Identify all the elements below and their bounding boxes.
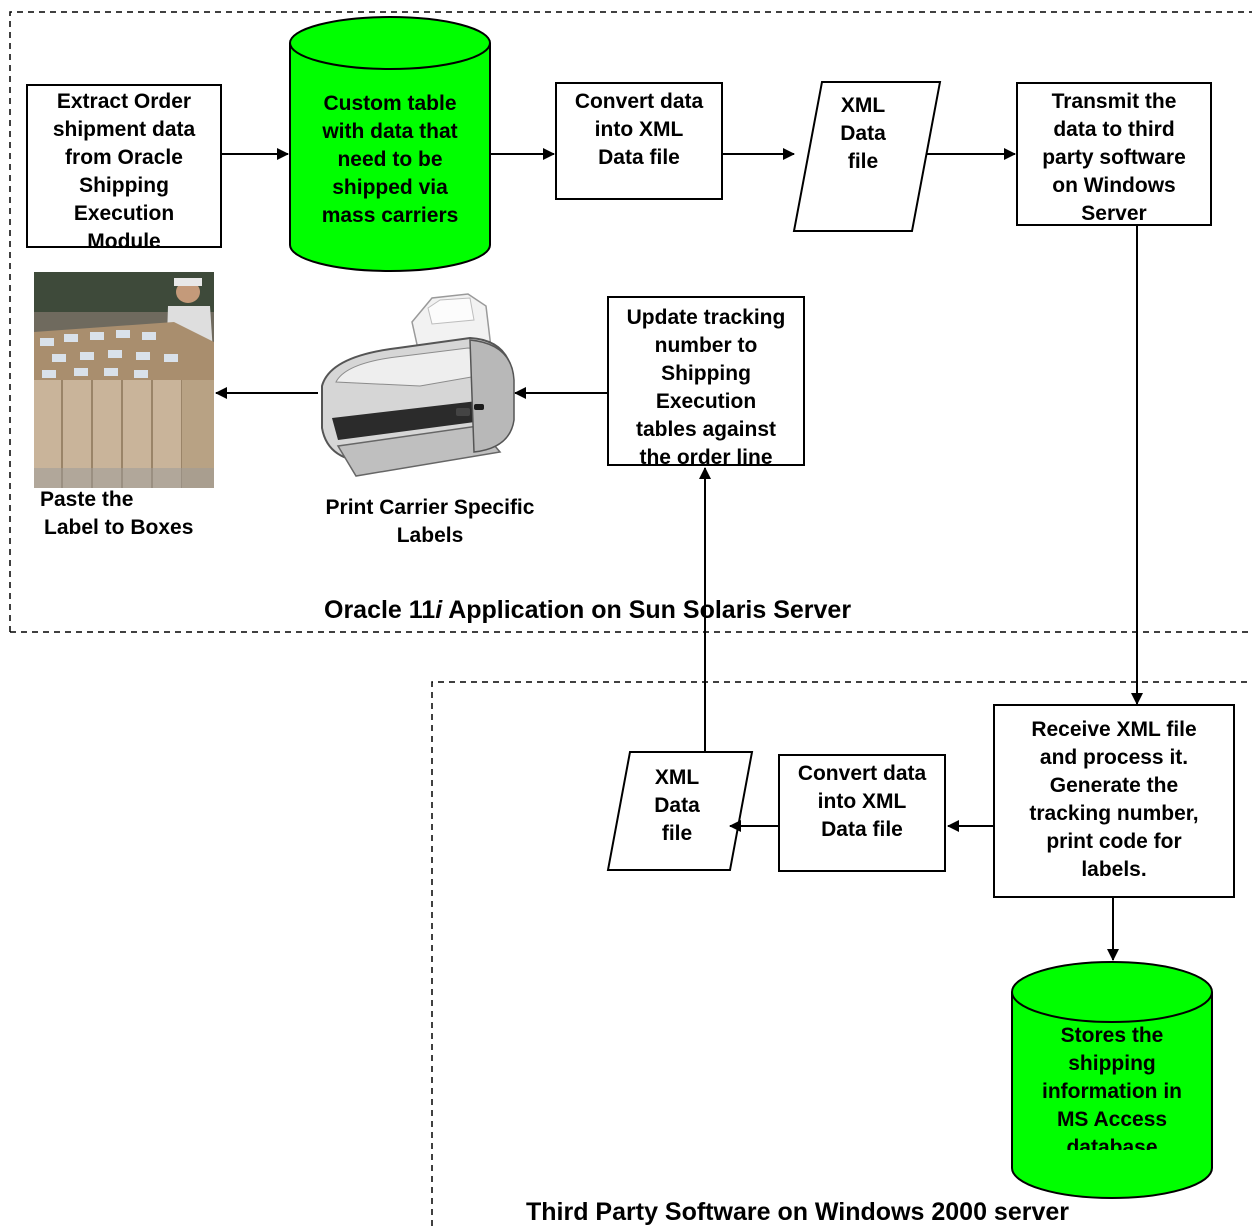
xml-top-line-2: Data xyxy=(840,122,886,145)
oracle-region-title: Oracle 11i Application on Sun Solaris Se… xyxy=(324,596,851,625)
printer-caption-line-1: Print Carrier Specific xyxy=(325,496,535,519)
update-tracking-line-3: Shipping xyxy=(661,362,751,385)
third-party-region-title: Third Party Software on Windows 2000 ser… xyxy=(526,1198,1069,1227)
xml-data-file-bottom-label: XML Data file xyxy=(634,764,720,848)
paste-label-caption: Paste the Label to Boxes xyxy=(38,486,193,542)
update-tracking-line-6: the order line xyxy=(639,446,773,466)
transmit-line-2: data to third xyxy=(1053,118,1175,141)
ms-access-db-line-3: information in xyxy=(1042,1080,1182,1103)
custom-table-line-4: shipped via xyxy=(332,176,448,199)
transmit-line-3: party software xyxy=(1042,146,1186,169)
transmit-line-1: Transmit the xyxy=(1051,90,1177,113)
extract-order-text-line-3: from Oracle xyxy=(65,146,183,169)
convert-xml-top-line-3: Data file xyxy=(598,146,680,169)
receive-xml-line-5: print code for xyxy=(1046,830,1182,853)
ms-access-db-label: Stores the shipping information in MS Ac… xyxy=(1014,1022,1210,1150)
receive-xml-line-6: labels. xyxy=(1081,858,1147,881)
custom-table-label: Custom table with data that need to be s… xyxy=(292,90,488,232)
xml-bottom-line-3: file xyxy=(661,822,693,845)
convert-xml-bottom-line-3: Data file xyxy=(821,818,903,841)
xml-top-line-1: XML xyxy=(840,94,886,117)
transmit-box: Transmit the data to third party softwar… xyxy=(1016,82,1212,226)
ms-access-db-line-4: MS Access xyxy=(1056,1108,1168,1131)
paste-label-line-2: Label to Boxes xyxy=(44,516,194,539)
convert-xml-bottom-box: Convert data into XML Data file xyxy=(778,754,946,872)
convert-xml-bottom-line-1: Convert data xyxy=(797,762,927,785)
ms-access-db-line-2: shipping xyxy=(1068,1052,1156,1075)
printer-icon xyxy=(321,293,515,477)
xml-data-file-top-shape xyxy=(792,81,942,232)
oracle-title-italic: i xyxy=(435,596,443,624)
oracle-title-suffix: Application on Sun Solaris Server xyxy=(442,596,852,624)
convert-xml-top-box: Convert data into XML Data file xyxy=(555,82,723,200)
transmit-line-4: on Windows xyxy=(1052,174,1176,197)
xml-data-file-top-label: XML Data file xyxy=(820,92,906,176)
update-tracking-line-1: Update tracking xyxy=(626,306,786,329)
receive-xml-line-3: Generate the xyxy=(1049,774,1179,797)
update-tracking-line-4: Execution xyxy=(655,390,757,413)
custom-table-line-1: Custom table xyxy=(323,92,457,115)
extract-order-text-line-2: shipment data xyxy=(52,118,196,141)
xml-bottom-line-1: XML xyxy=(654,766,700,789)
custom-table-line-5: mass carriers xyxy=(321,204,459,227)
printer-caption: Print Carrier Specific Labels xyxy=(300,494,560,550)
xml-data-file-bottom-shape xyxy=(606,751,754,871)
extract-order-text-line-5: Execution xyxy=(73,202,175,225)
custom-table-line-2: with data that xyxy=(322,120,458,143)
update-tracking-line-2: number to xyxy=(654,334,758,357)
update-tracking-box: Update tracking number to Shipping Execu… xyxy=(607,296,805,466)
receive-xml-box: Receive XML file and process it. Generat… xyxy=(993,704,1235,898)
oracle-region-boundary xyxy=(9,11,1252,633)
custom-table-cylinder xyxy=(289,16,491,272)
oracle-title-prefix: Oracle 11 xyxy=(324,596,436,624)
receive-xml-line-2: and process it. xyxy=(1039,746,1189,769)
convert-xml-bottom-line-2: into XML xyxy=(817,790,907,813)
xml-top-line-3: file xyxy=(847,150,879,173)
receive-xml-line-1: Receive XML file xyxy=(1031,718,1197,741)
warehouse-boxes-photo xyxy=(34,272,214,488)
extract-order-text-line-6: Module xyxy=(87,230,161,248)
convert-xml-top-line-1: Convert data xyxy=(574,90,704,113)
ms-access-db-line-1: Stores the xyxy=(1060,1024,1164,1047)
extract-order-text-line-4: Shipping xyxy=(79,174,169,197)
printer-caption-line-2: Labels xyxy=(396,524,464,547)
xml-bottom-line-2: Data xyxy=(654,794,700,817)
ms-access-db-cylinder xyxy=(1011,961,1213,1199)
extract-order-box: Extract Order shipment data from Oracle … xyxy=(26,84,222,248)
receive-xml-line-4: tracking number, xyxy=(1029,802,1199,825)
third-party-title-text: Third Party Software on Windows 2000 ser… xyxy=(526,1198,1069,1226)
custom-table-line-3: need to be xyxy=(337,148,443,171)
update-tracking-line-5: tables against xyxy=(635,418,777,441)
transmit-line-5: Server xyxy=(1081,202,1147,225)
third-party-region-boundary xyxy=(431,681,1252,1226)
extract-order-text-line-1: Extract Order xyxy=(56,90,192,113)
convert-xml-top-line-2: into XML xyxy=(594,118,684,141)
ms-access-db-line-5: database xyxy=(1066,1136,1158,1150)
paste-label-line-1: Paste the xyxy=(40,488,134,511)
